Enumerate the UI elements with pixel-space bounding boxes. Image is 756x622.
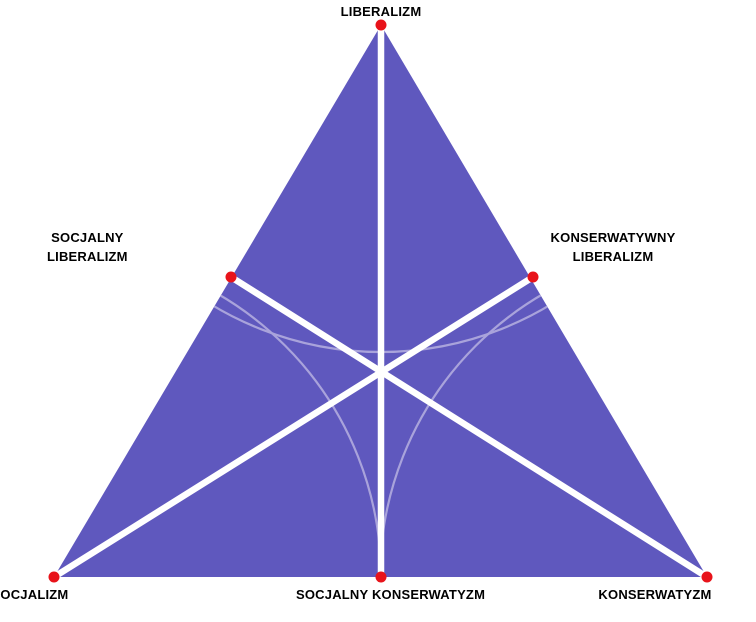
node-label-socjalny-liberalizm-line2: LIBERALIZM (47, 248, 128, 264)
vertex-label-liberalizm: LIBERALIZM (340, 4, 422, 19)
node-dot-socjalny-liberalizm[interactable] (225, 271, 237, 283)
node-label-konserwatywny-liberalizm: KONSERWATYWNY LIBERALIZM (528, 229, 698, 267)
median-socjalizm-to-konserwatywny-liberalizm (50, 273, 537, 581)
node-dot-socjalizm[interactable] (48, 571, 60, 583)
node-dot-liberalizm[interactable] (375, 19, 387, 31)
node-label-konserwatywny-liberalizm-line2: LIBERALIZM (572, 248, 654, 264)
node-label-konserwatywny-liberalizm-line1: KONSERWATYWNY (550, 230, 676, 245)
node-label-socjalny-konserwatyzm: SOCJALNY KONSERWATYZM (296, 587, 486, 602)
vertex-label-socjalizm: SOCJALIZM (0, 587, 69, 602)
median-konserwatyzm-to-socjalny-liberalizm (227, 273, 711, 581)
node-label-socjalny-liberalizm: SOCJALNY LIBERALIZM (47, 229, 128, 267)
node-dot-socjalny-konserwatyzm[interactable] (375, 571, 387, 583)
node-dot-konserwatyzm[interactable] (701, 571, 713, 583)
node-label-socjalny-liberalizm-line1: SOCJALNY (51, 230, 124, 245)
vertex-label-konserwatyzm: KONSERWATYZM (598, 587, 712, 602)
node-dot-konserwatywny-liberalizm[interactable] (527, 271, 539, 283)
